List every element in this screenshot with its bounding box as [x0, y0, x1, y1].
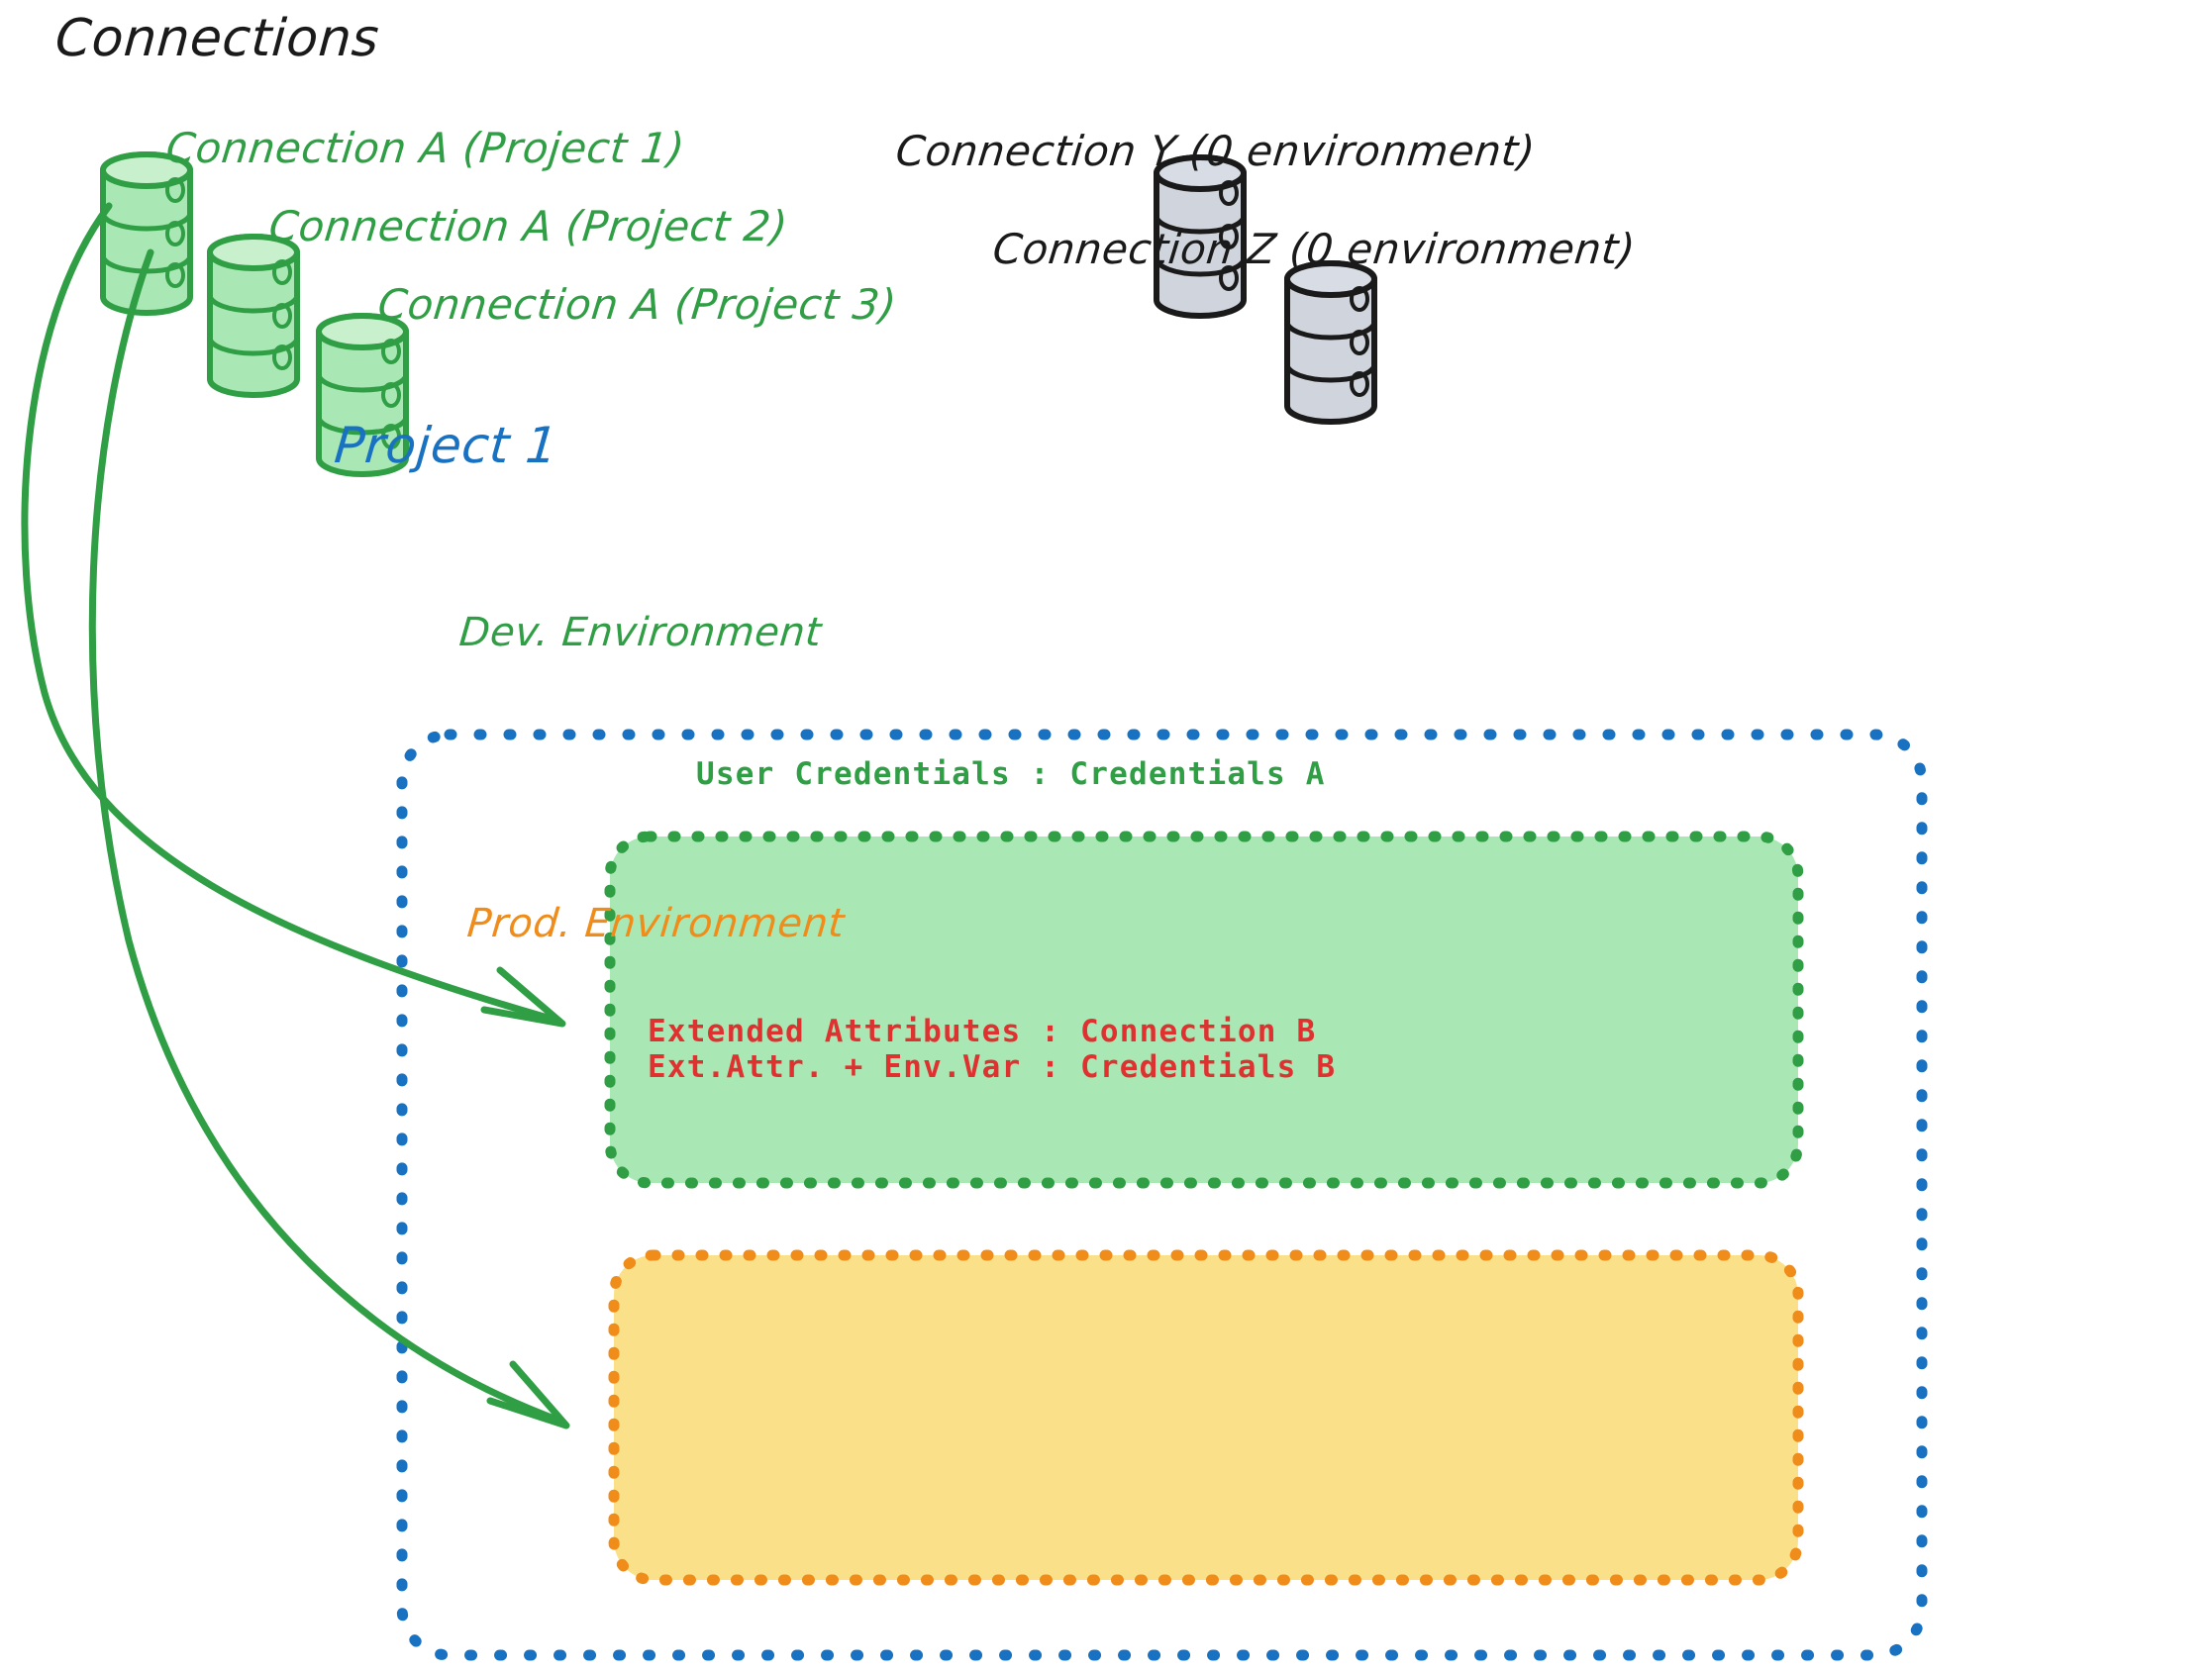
connection-label-a-project-2: Connection A (Project 2): [266, 202, 790, 250]
project-1-container: [396, 729, 1928, 1661]
dev-environment-box: [604, 831, 1804, 1189]
dev-environment-row-user-credentials: User Credentials : Credentials A: [696, 756, 1326, 792]
connection-label-y: Connection Y (0 environment): [893, 127, 1538, 175]
connection-label-z: Connection Z (0 environment): [990, 225, 1639, 273]
arrow-connection-a-to-dev-environment: [21, 202, 566, 1028]
prod-environment-row-extended-attributes: Extended Attributes : Connection B: [648, 1014, 1317, 1049]
dev-environment-title: Dev. Environment: [456, 610, 824, 655]
database-icon-connection-z: [1284, 260, 1377, 425]
database-icon-connection-y: [1154, 154, 1247, 319]
connection-label-a-project-1: Connection A (Project 1): [163, 124, 687, 172]
database-icon-connection-a-project-2: [207, 234, 300, 398]
prod-environment-title: Prod. Environment: [464, 901, 847, 946]
arrow-connection-a-to-prod-environment: [88, 248, 570, 1429]
connection-label-a-project-3: Connection A (Project 3): [375, 280, 899, 329]
database-icon-connection-a-project-1: [100, 151, 193, 316]
prod-environment-box: [608, 1249, 1804, 1586]
database-icon-connection-a-project-3: [316, 313, 409, 477]
page-title: Connections: [52, 9, 381, 68]
project-title: Project 1: [332, 417, 560, 474]
prod-environment-row-ext-attr-env-var: Ext.Attr. + Env.Var : Credentials B: [648, 1049, 1337, 1085]
